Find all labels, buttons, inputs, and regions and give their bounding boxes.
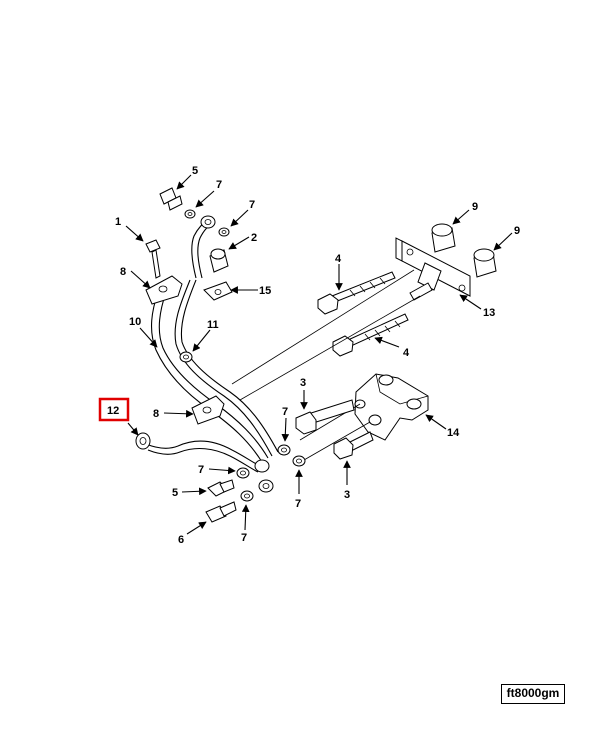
callout-10: 10 xyxy=(129,316,141,328)
callout-12: 12 xyxy=(107,405,119,417)
reference-code-label: ft8000gm xyxy=(501,684,565,704)
callout-7b: 7 xyxy=(249,199,255,211)
manifold-support xyxy=(354,373,429,441)
callout-7d: 7 xyxy=(198,464,204,476)
callout-4b: 4 xyxy=(403,347,410,359)
callout-9a: 9 xyxy=(472,201,478,213)
clip-lower xyxy=(191,395,225,425)
callout-6: 6 xyxy=(178,534,184,546)
callout-1: 1 xyxy=(115,216,121,228)
mounting-bracket xyxy=(395,237,471,301)
banjo-bolt-6 xyxy=(205,501,237,523)
callout-13: 13 xyxy=(483,307,495,319)
clip-upper xyxy=(145,275,183,305)
washers-lower xyxy=(236,444,306,502)
banjo-fitting-upper xyxy=(200,215,216,229)
callout-7c: 7 xyxy=(282,406,288,418)
bolt-long-lower xyxy=(332,313,409,357)
callout-15: 15 xyxy=(259,285,271,297)
callout-8a: 8 xyxy=(120,266,126,278)
oil-tube-main xyxy=(150,279,279,463)
clip-11 xyxy=(179,351,193,363)
callout-5b: 5 xyxy=(172,487,178,499)
callout-2: 2 xyxy=(251,232,257,244)
callout-5a: 5 xyxy=(192,165,198,177)
callout-9b: 9 xyxy=(514,225,520,237)
bushing-lower xyxy=(473,248,497,278)
bolt-3-upper xyxy=(295,399,355,435)
callout-3b: 3 xyxy=(344,489,350,501)
callout-8b: 8 xyxy=(153,408,159,420)
washer-upper-1 xyxy=(184,209,196,219)
banjo-bolt-5-upper xyxy=(159,187,183,211)
bracket-15 xyxy=(203,281,233,301)
banjo-bolt-1 xyxy=(145,239,161,279)
bushing-upper xyxy=(431,223,456,253)
callout-7a: 7 xyxy=(216,179,222,191)
banjo-fitting-2 xyxy=(209,248,229,273)
callout-7f: 7 xyxy=(295,498,301,510)
callout-highlight-box xyxy=(98,397,130,422)
oil-tube-12 xyxy=(135,432,261,473)
callout-3a: 3 xyxy=(300,377,306,389)
leader-arrows xyxy=(125,174,513,535)
tube-end-fittings xyxy=(254,459,274,493)
banjo-bolt-5-lower xyxy=(207,479,235,497)
callout-labels: 1 2 3 3 4 4 5 5 6 7 7 7 7 7 7 8 8 9 9 10… xyxy=(107,165,520,546)
bolt-3-lower xyxy=(333,431,374,460)
callout-7e: 7 xyxy=(241,532,247,544)
callout-14: 14 xyxy=(447,427,460,439)
callout-11: 11 xyxy=(207,319,219,331)
washer-upper-2 xyxy=(218,227,230,237)
callout-4a: 4 xyxy=(335,253,342,265)
bolt-long-upper xyxy=(317,271,396,315)
